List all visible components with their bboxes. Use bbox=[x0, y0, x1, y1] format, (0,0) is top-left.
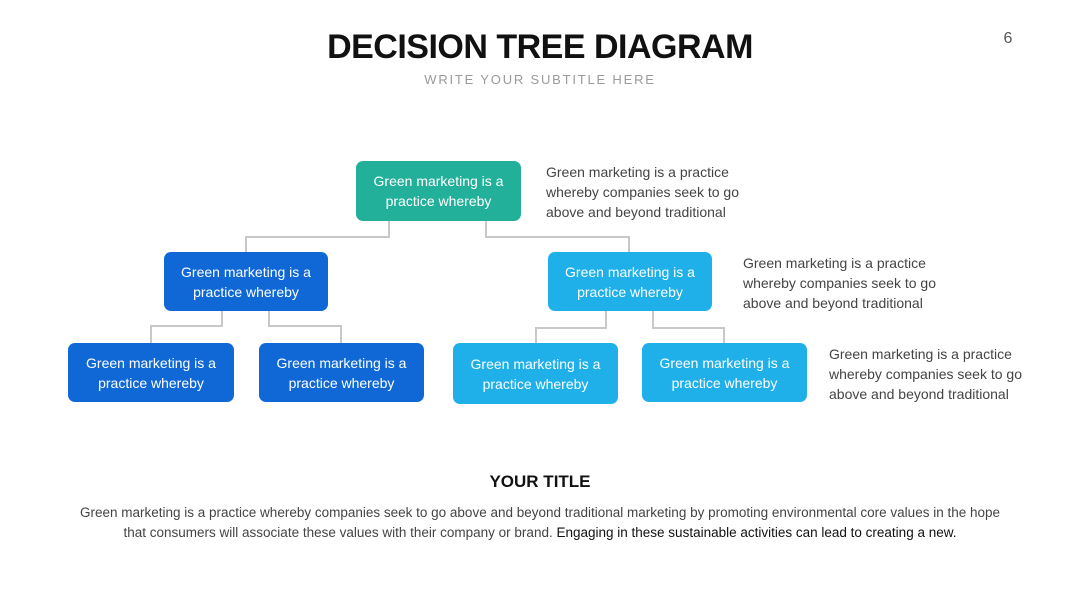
tree-node-right-label: Green marketing is a practice whereby bbox=[565, 263, 695, 300]
note-level2: Green marketing is a practice whereby co… bbox=[743, 255, 936, 311]
connector-root-left bbox=[245, 221, 390, 252]
tree-node-left-label: Green marketing is a practice whereby bbox=[181, 263, 311, 300]
note-level1: Green marketing is a practice whereby co… bbox=[546, 164, 739, 220]
connector-right-rl bbox=[535, 311, 607, 343]
page-subtitle: WRITE YOUR SUBTITLE HERE bbox=[424, 72, 656, 87]
tree-node-root[interactable]: Green marketing is a practice whereby bbox=[356, 161, 521, 221]
connector-left-ll bbox=[150, 311, 223, 343]
connector-right-rr bbox=[652, 311, 725, 343]
page-number: 6 bbox=[1003, 30, 1013, 47]
connector-left-lr bbox=[268, 311, 342, 343]
tree-node-right-left[interactable]: Green marketing is a practice whereby bbox=[453, 343, 618, 404]
tree-node-left-right[interactable]: Green marketing is a practice whereby bbox=[259, 343, 424, 402]
body-text-part2: Engaging in these sustainable activities… bbox=[556, 525, 957, 540]
tree-node-right-right[interactable]: Green marketing is a practice whereby bbox=[642, 343, 807, 402]
note-level3: Green marketing is a practice whereby co… bbox=[829, 346, 1022, 402]
tree-node-left-left-label: Green marketing is a practice whereby bbox=[86, 354, 216, 391]
tree-node-left[interactable]: Green marketing is a practice whereby bbox=[164, 252, 328, 311]
tree-node-right[interactable]: Green marketing is a practice whereby bbox=[548, 252, 712, 311]
tree-node-right-left-label: Green marketing is a practice whereby bbox=[470, 355, 601, 392]
tree-node-left-right-label: Green marketing is a practice whereby bbox=[276, 354, 407, 391]
connector-root-right bbox=[485, 221, 630, 252]
tree-node-root-label: Green marketing is a practice whereby bbox=[373, 173, 504, 209]
tree-node-left-left[interactable]: Green marketing is a practice whereby bbox=[68, 343, 234, 402]
page-title: DECISION TREE DIAGRAM bbox=[327, 28, 753, 66]
body-paragraph: Green marketing is a practice whereby co… bbox=[70, 503, 1010, 543]
body-text-part1: Green marketing is a practice whereby co… bbox=[79, 505, 1001, 540]
section-title: YOUR TITLE bbox=[489, 472, 591, 491]
tree-node-right-right-label: Green marketing is a practice whereby bbox=[659, 354, 790, 391]
